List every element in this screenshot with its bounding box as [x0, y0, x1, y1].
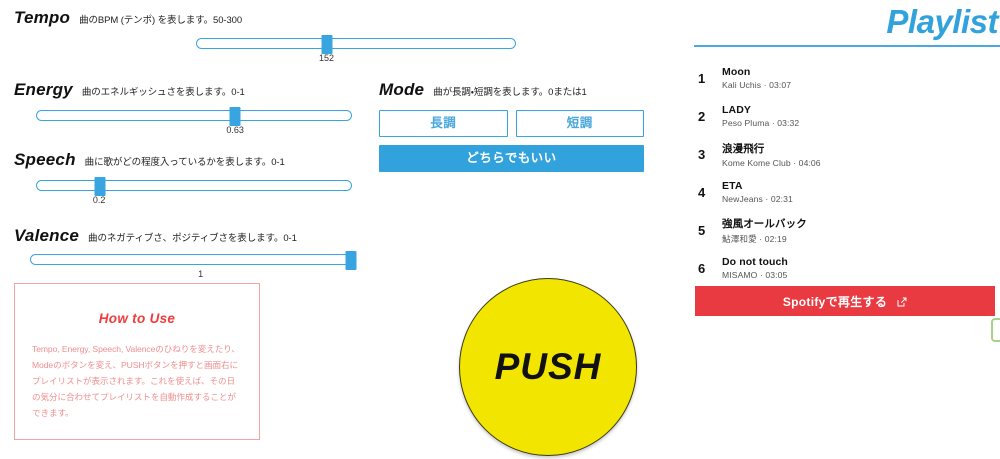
- track-artist-duration: Kali Uchis · 03:07: [722, 80, 792, 90]
- track-item[interactable]: 4 ETA NewJeans · 02:31: [694, 173, 1000, 211]
- track-index: 3: [698, 146, 706, 162]
- slider-energy[interactable]: 0.63: [36, 107, 352, 135]
- slider-track-speech[interactable]: [36, 177, 352, 196]
- track-meta: LADY Peso Pluma · 03:32: [722, 104, 799, 128]
- mode-button-minor[interactable]: 短調: [515, 110, 644, 137]
- slider-track-valence[interactable]: [30, 251, 357, 270]
- slider-thumb-tempo[interactable]: [321, 35, 333, 54]
- slider-value-speech: 0.2: [92, 195, 106, 205]
- param-title-valence: Valence: [14, 226, 80, 245]
- mode-button-major[interactable]: 長調: [379, 110, 508, 137]
- track-index: 6: [698, 260, 706, 276]
- edge-clipped-widget[interactable]: [991, 318, 1000, 342]
- track-index: 2: [698, 108, 706, 124]
- slider-track-tempo[interactable]: [196, 35, 516, 54]
- param-desc-energy: 曲のエネルギッシュさを表します。0-1: [81, 87, 245, 98]
- track-name: 浪漫飛行: [722, 142, 765, 155]
- track-artist-duration: NewJeans · 02:31: [722, 194, 793, 204]
- track-item[interactable]: 5 強風オールバック鮎澤和愛 · 02:19: [694, 211, 1000, 249]
- slider-value-tempo: 152: [319, 53, 335, 63]
- param-header-valence: Valence 曲のネガティブさ、ポジティブさを表します。0-1: [14, 226, 297, 246]
- param-title-mode: Mode: [379, 80, 425, 99]
- slider-speech[interactable]: 0.2: [36, 177, 352, 205]
- param-header-speech: Speech 曲に歌がどの程度入っているかを表します。0-1: [14, 150, 285, 170]
- track-artist-duration: 鮎澤和愛 · 02:19: [722, 233, 787, 244]
- how-to-use-panel: How to Use Tempo, Energy, Speech, Valenc…: [14, 283, 260, 440]
- slider-value-valence: 1: [198, 269, 204, 279]
- spotify-play-button[interactable]: Spotifyで再生する: [695, 286, 995, 316]
- spotify-play-label: Spotifyで再生する: [782, 294, 888, 309]
- track-item[interactable]: 2 LADY Peso Pluma · 03:32: [694, 97, 1000, 135]
- slider-value-energy: 0.63: [226, 125, 244, 135]
- how-to-use-body: Tempo, Energy, Speech, Valenceのひねりを変えたり、…: [32, 344, 240, 418]
- mode-button-any[interactable]: どちらでもいい: [379, 145, 644, 172]
- track-name: Do not touch: [722, 256, 788, 268]
- controls-panel: Tempo 曲のBPM (テンポ) を表します。50-300 152 Energ…: [14, 8, 644, 456]
- param-header-tempo: Tempo 曲のBPM (テンポ) を表します。50-300: [14, 8, 242, 28]
- track-artist-duration: Peso Pluma · 03:32: [722, 118, 800, 128]
- mode-button-group: 長調 短調 どちらでもいい: [379, 110, 644, 172]
- param-desc-speech: 曲に歌がどの程度入っているかを表します。0-1: [84, 157, 285, 168]
- param-title-energy: Energy: [14, 80, 73, 99]
- param-header-energy: Energy 曲のエネルギッシュさを表します。0-1: [14, 80, 245, 100]
- track-item[interactable]: 3 浪漫飛行 Kome Kome Club · 04:06: [694, 135, 1000, 173]
- track-meta: 強風オールバック鮎澤和愛 · 02:19: [722, 216, 807, 245]
- slider-thumb-valence[interactable]: [345, 251, 357, 270]
- track-artist-duration: Kome Kome Club · 04:06: [722, 157, 821, 168]
- track-name: 強風オールバック: [722, 217, 807, 230]
- track-name: ETA: [722, 180, 743, 192]
- track-meta: ETA NewJeans · 02:31: [722, 180, 793, 204]
- param-header-mode: Mode 曲が長調・短調を表します。0または1: [379, 80, 587, 100]
- track-index: 1: [698, 70, 706, 86]
- track-index: 4: [698, 184, 706, 200]
- param-desc-valence: 曲のネガティブさ、ポジティブさを表します。0-1: [88, 233, 297, 244]
- slider-track-energy[interactable]: [36, 107, 352, 126]
- slider-thumb-energy[interactable]: [229, 107, 241, 126]
- mode-row-top: 長調 短調: [379, 110, 644, 137]
- track-artist-duration: MISAMO · 03:05: [722, 270, 788, 280]
- slider-valence[interactable]: 1: [30, 251, 357, 279]
- track-name: LADY: [722, 104, 751, 116]
- track-name: Moon: [722, 66, 751, 78]
- slider-tempo[interactable]: 152: [196, 35, 516, 63]
- param-title-tempo: Tempo: [14, 8, 71, 27]
- playlist-divider: [694, 45, 1000, 47]
- external-link-icon: [897, 296, 907, 307]
- param-desc-mode: 曲が長調・短調を表します。0または1: [433, 87, 587, 98]
- param-title-speech: Speech: [14, 150, 76, 169]
- track-index: 5: [698, 222, 706, 238]
- playlist-title: Playlist: [886, 3, 998, 40]
- how-to-use-title: How to Use: [98, 311, 176, 326]
- param-desc-tempo: 曲のBPM (テンポ) を表します。50-300: [79, 15, 243, 26]
- slider-thumb-speech[interactable]: [94, 177, 106, 196]
- track-meta: 浪漫飛行 Kome Kome Club · 04:06: [722, 141, 821, 168]
- push-button[interactable]: PUSH: [459, 278, 637, 456]
